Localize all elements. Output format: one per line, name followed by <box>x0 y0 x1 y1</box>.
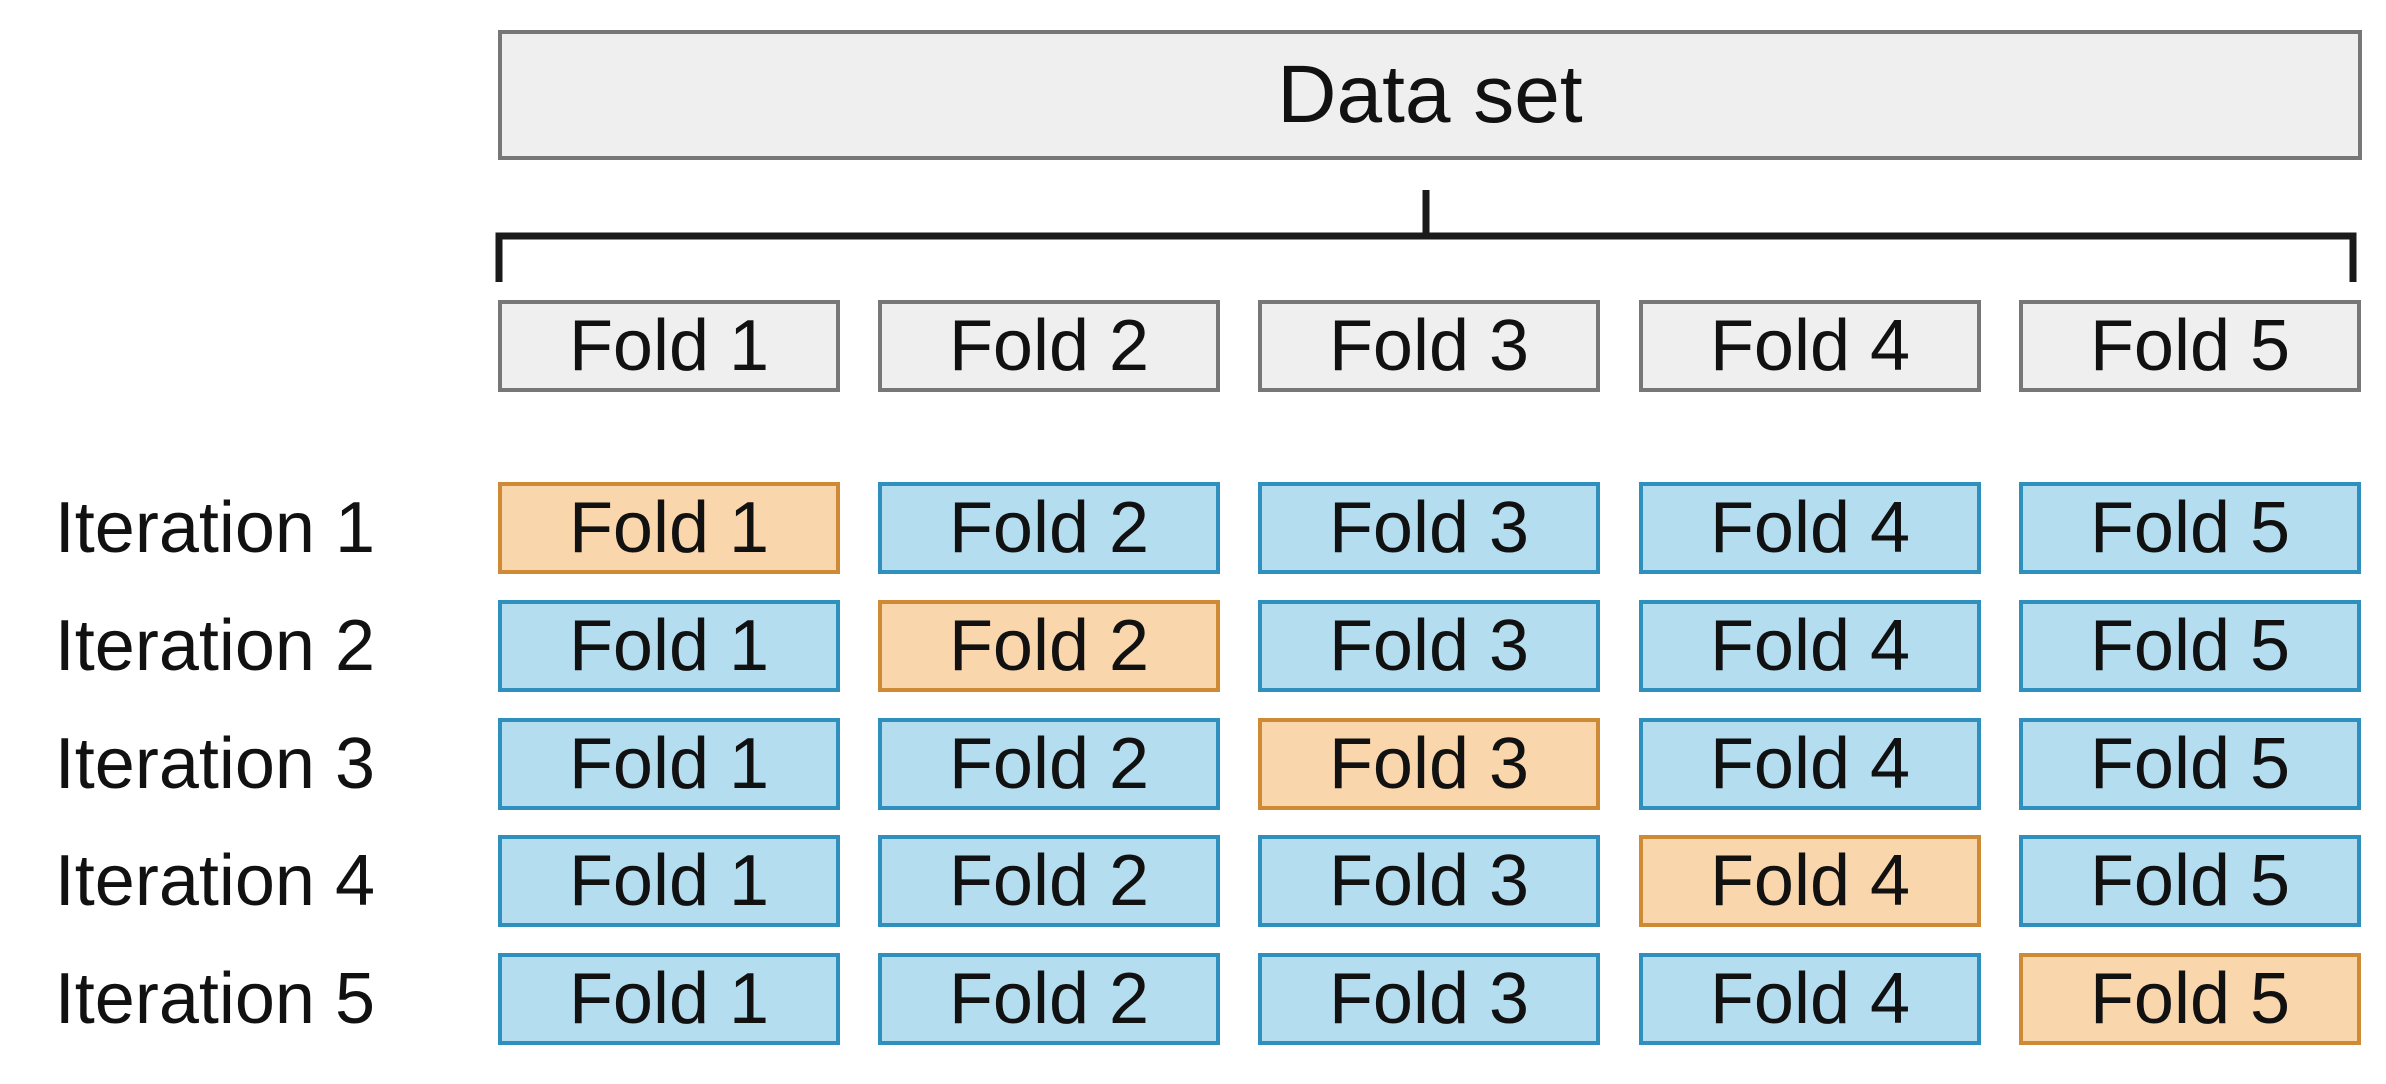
iteration-5-fold-4-train: Fold 4 <box>1639 953 1981 1045</box>
data-set-box: Data set <box>498 30 2362 160</box>
fold-label: Fold 3 <box>1328 606 1530 686</box>
fold-label: Fold 4 <box>1709 724 1911 804</box>
iteration-4-fold-1-train: Fold 1 <box>498 835 840 927</box>
fold-label: Fold 2 <box>948 841 1150 921</box>
iteration-1-fold-2-train: Fold 2 <box>878 482 1220 574</box>
fold-header-label: Fold 5 <box>2089 306 2291 386</box>
fold-header-3: Fold 3 <box>1258 300 1600 392</box>
fold-label: Fold 4 <box>1709 841 1911 921</box>
bracket-bar <box>495 232 2357 282</box>
fold-label: Fold 5 <box>2089 606 2291 686</box>
iteration-2-fold-2-test: Fold 2 <box>878 600 1220 692</box>
fold-label: Fold 1 <box>568 959 770 1039</box>
fold-label: Fold 2 <box>948 724 1150 804</box>
iteration-3-fold-4-train: Fold 4 <box>1639 718 1981 810</box>
iteration-5-fold-3-train: Fold 3 <box>1258 953 1600 1045</box>
fold-label: Fold 5 <box>2089 488 2291 568</box>
fold-label: Fold 1 <box>568 841 770 921</box>
iteration-4-fold-4-test: Fold 4 <box>1639 835 1981 927</box>
fold-label: Fold 5 <box>2089 841 2291 921</box>
iteration-3-fold-2-train: Fold 2 <box>878 718 1220 810</box>
iteration-1-fold-3-train: Fold 3 <box>1258 482 1600 574</box>
fold-label: Fold 5 <box>2089 724 2291 804</box>
fold-header-label: Fold 4 <box>1709 306 1911 386</box>
fold-header-2: Fold 2 <box>878 300 1220 392</box>
iteration-label-5: Iteration 5 <box>54 959 375 1039</box>
fold-label: Fold 3 <box>1328 488 1530 568</box>
fold-header-4: Fold 4 <box>1639 300 1981 392</box>
fold-label: Fold 2 <box>948 959 1150 1039</box>
fold-label: Fold 3 <box>1328 841 1530 921</box>
iteration-label-1: Iteration 1 <box>54 488 375 568</box>
iteration-2-fold-4-train: Fold 4 <box>1639 600 1981 692</box>
fold-header-1: Fold 1 <box>498 300 840 392</box>
fold-label: Fold 4 <box>1709 606 1911 686</box>
fold-label: Fold 1 <box>568 488 770 568</box>
iteration-label-2: Iteration 2 <box>54 606 375 686</box>
fold-label: Fold 2 <box>948 488 1150 568</box>
fold-header-5: Fold 5 <box>2019 300 2361 392</box>
iteration-2-fold-5-train: Fold 5 <box>2019 600 2361 692</box>
fold-header-label: Fold 3 <box>1328 306 1530 386</box>
iteration-5-fold-1-train: Fold 1 <box>498 953 840 1045</box>
iteration-4-fold-5-train: Fold 5 <box>2019 835 2361 927</box>
iteration-4-fold-2-train: Fold 2 <box>878 835 1220 927</box>
iteration-1-fold-4-train: Fold 4 <box>1639 482 1981 574</box>
fold-label: Fold 5 <box>2089 959 2291 1039</box>
iteration-3-fold-5-train: Fold 5 <box>2019 718 2361 810</box>
iteration-1-fold-5-train: Fold 5 <box>2019 482 2361 574</box>
iteration-5-fold-5-test: Fold 5 <box>2019 953 2361 1045</box>
iteration-label-4: Iteration 4 <box>54 841 375 921</box>
fold-header-label: Fold 2 <box>948 306 1150 386</box>
iteration-1-fold-1-test: Fold 1 <box>498 482 840 574</box>
fold-label: Fold 2 <box>948 606 1150 686</box>
fold-label: Fold 1 <box>568 724 770 804</box>
iteration-2-fold-3-train: Fold 3 <box>1258 600 1600 692</box>
iteration-5-fold-2-train: Fold 2 <box>878 953 1220 1045</box>
iteration-3-fold-3-test: Fold 3 <box>1258 718 1600 810</box>
fold-label: Fold 1 <box>568 606 770 686</box>
iteration-2-fold-1-train: Fold 1 <box>498 600 840 692</box>
fold-label: Fold 3 <box>1328 724 1530 804</box>
fold-label: Fold 3 <box>1328 959 1530 1039</box>
iteration-3-fold-1-train: Fold 1 <box>498 718 840 810</box>
fold-header-label: Fold 1 <box>568 306 770 386</box>
iteration-label-3: Iteration 3 <box>54 724 375 804</box>
fold-label: Fold 4 <box>1709 488 1911 568</box>
data-set-label: Data set <box>1277 49 1583 140</box>
iteration-4-fold-3-train: Fold 3 <box>1258 835 1600 927</box>
fold-label: Fold 4 <box>1709 959 1911 1039</box>
